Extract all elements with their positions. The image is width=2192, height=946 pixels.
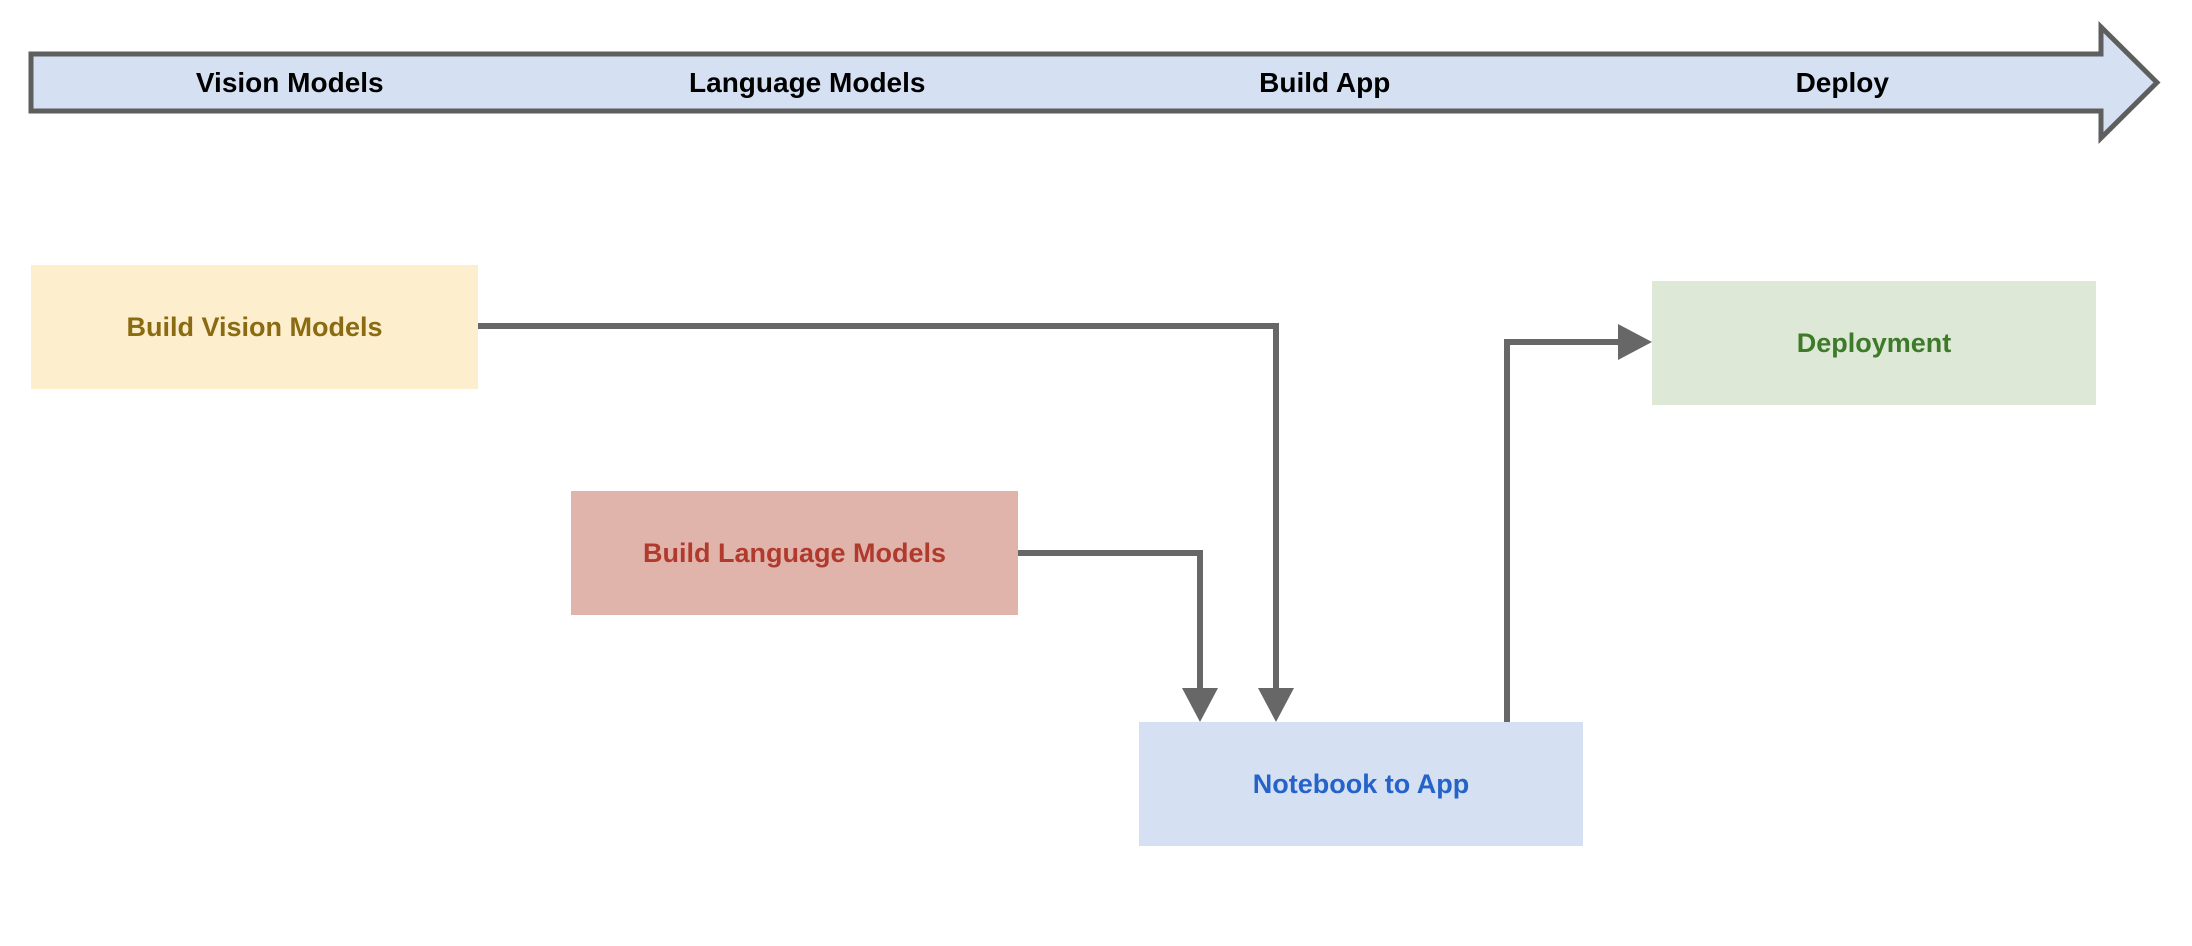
phase-label-deploy: Deploy [1795, 67, 1889, 98]
phase-banner: Vision Models Language Models Build App … [0, 0, 2192, 160]
phase-banner-arrow-shape [28, 21, 2161, 144]
node-build-language-models[interactable]: Build Language Models [571, 491, 1018, 615]
edge-language-to-notebook-arrowhead [1182, 688, 1218, 722]
edge-notebook-to-deployment [1504, 324, 1652, 722]
node-notebook-to-app[interactable]: Notebook to App [1139, 722, 1583, 846]
phase-label-vision-models: Vision Models [195, 67, 384, 98]
phase-label-language-models: Language Models [689, 67, 926, 98]
banner-arrow-polygon [28, 21, 2161, 144]
edge-notebook-to-deployment-arrowhead [1618, 324, 1652, 360]
edge-vision-to-notebook-arrowhead [1258, 688, 1294, 722]
node-deployment[interactable]: Deployment [1652, 281, 2096, 405]
phase-label-build-app: Build App [1259, 67, 1391, 98]
phase-label-row: Vision Models Language Models Build App … [31, 54, 2101, 111]
edge-language-to-notebook [1018, 550, 1218, 722]
edge-language-to-notebook-line [1018, 550, 1203, 700]
edge-notebook-to-deployment-line [1504, 339, 1630, 722]
node-build-vision-models[interactable]: Build Vision Models [31, 265, 478, 389]
